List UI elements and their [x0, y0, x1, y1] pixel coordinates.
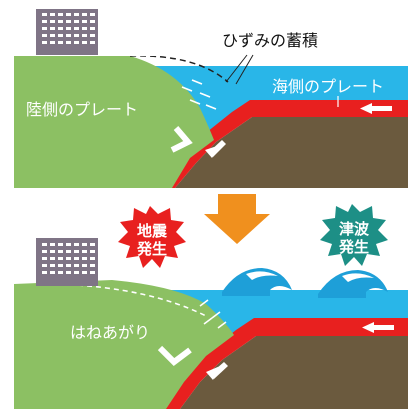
strain-label: ひずみの蓄積: [222, 31, 318, 50]
tsunami-badge-line2: 発生: [338, 238, 369, 256]
building-icon: [36, 9, 98, 55]
release-arrows-icon: [199, 299, 227, 329]
ocean-plate-body: [180, 336, 408, 409]
strain-pointer: [235, 54, 254, 85]
earthquake-badge-line2: 発生: [136, 240, 167, 258]
land-plate-label: 陸側のプレート: [26, 100, 138, 119]
land-plate: [14, 280, 234, 409]
original-surface-line: [130, 56, 229, 83]
ocean-motion-arrow-icon: [360, 103, 392, 114]
subduction-arrow-icon: [205, 140, 226, 158]
building-icon: [36, 238, 98, 286]
ocean-plate-surface: [158, 100, 408, 188]
down-arrow-icon: [204, 194, 270, 244]
tsunami-badge-line1: 津波: [339, 220, 370, 238]
strain-arrows-icon: [181, 79, 217, 110]
land-plate: [14, 56, 214, 188]
tsunami-badge: 津波 発生: [320, 204, 388, 266]
ocean-plate-label: 海側のプレート: [272, 77, 384, 96]
subduction-arrow-icon: [206, 362, 228, 380]
ocean-plate-body: [175, 117, 408, 188]
strain-pointer: [225, 54, 248, 83]
uplift-motion-arrow-icon: [157, 345, 192, 366]
wave-icon: [222, 268, 388, 298]
earthquake-badge: 地震 発生: [118, 206, 186, 268]
earthquake-badge-line1: 地震: [137, 222, 168, 240]
ocean-motion-arrow-icon: [362, 322, 394, 333]
uplift-label: はねあがり: [70, 323, 150, 342]
land-motion-arrow-icon: [170, 126, 193, 153]
bottom-panel: [14, 280, 408, 409]
top-panel: [14, 56, 408, 188]
